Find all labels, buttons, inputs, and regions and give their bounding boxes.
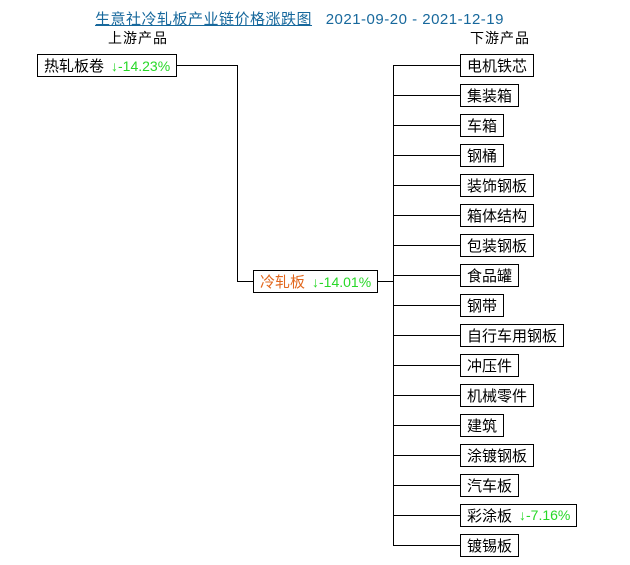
- connector-line: [393, 214, 460, 216]
- connector-line: [393, 454, 460, 456]
- downstream-product-node[interactable]: 彩涂板 ↓-7.16%: [460, 503, 578, 527]
- connector-line: [158, 65, 238, 66]
- downstream-product-node[interactable]: 装饰钢板: [460, 173, 535, 197]
- connector-line: [393, 514, 460, 516]
- product-label: 钢带: [467, 297, 498, 315]
- downstream-row: 镀锡板: [393, 533, 520, 557]
- product-label: 镀锡板: [467, 537, 513, 555]
- downstream-product-node[interactable]: 机械零件: [460, 383, 535, 407]
- product-label: 装饰钢板: [467, 177, 528, 195]
- upstream-product-node[interactable]: 热轧板卷 ↓-14.23%: [37, 54, 178, 77]
- connector-line: [393, 64, 460, 66]
- price-change: ↓-14.01%: [312, 273, 372, 290]
- downstream-row: 钢桶: [393, 143, 505, 167]
- downstream-product-node[interactable]: 包装钢板: [460, 233, 535, 257]
- downstream-row: 建筑: [393, 413, 505, 437]
- downstream-row: 包装钢板: [393, 233, 535, 257]
- connector-line: [393, 364, 460, 366]
- connector-line: [237, 281, 257, 282]
- downstream-product-node[interactable]: 建筑: [460, 413, 505, 437]
- downstream-row: 装饰钢板: [393, 173, 535, 197]
- downstream-product-node[interactable]: 钢带: [460, 293, 505, 317]
- product-label: 汽车板: [467, 477, 513, 495]
- connector-line: [237, 65, 238, 282]
- downstream-row: 钢带: [393, 293, 505, 317]
- product-label: 建筑: [467, 417, 498, 435]
- downstream-row: 冲压件: [393, 353, 520, 377]
- product-label: 彩涂板: [467, 507, 513, 525]
- diagram-title-link[interactable]: 生意社冷轧板产业链价格涨跌图: [95, 11, 313, 28]
- product-label: 包装钢板: [467, 237, 528, 255]
- connector-line: [393, 544, 460, 546]
- downstream-product-node[interactable]: 电机铁芯: [460, 53, 535, 77]
- downstream-product-node[interactable]: 镀锡板: [460, 533, 520, 557]
- product-label: 电机铁芯: [467, 57, 528, 75]
- connector-line: [393, 184, 460, 186]
- downstream-product-node[interactable]: 汽车板: [460, 473, 520, 497]
- downstream-product-node[interactable]: 冲压件: [460, 353, 520, 377]
- connector-line: [393, 304, 460, 306]
- connector-line: [393, 94, 460, 96]
- diagram-header: 生意社冷轧板产业链价格涨跌图 2021-09-20 - 2021-12-19: [95, 8, 504, 29]
- downstream-product-node[interactable]: 车箱: [460, 113, 505, 137]
- downstream-row: 自行车用钢板: [393, 323, 565, 347]
- connector-line: [393, 424, 460, 426]
- product-label: 热轧板卷: [44, 58, 105, 75]
- connector-line: [393, 154, 460, 156]
- downstream-product-node[interactable]: 涂镀钢板: [460, 443, 535, 467]
- trunk-line: [393, 65, 394, 546]
- downstream-row: 电机铁芯: [393, 53, 535, 77]
- connector-line: [393, 394, 460, 396]
- connector-line: [393, 274, 460, 276]
- downstream-product-node[interactable]: 食品罐: [460, 263, 520, 287]
- product-label: 机械零件: [467, 387, 528, 405]
- downstream-row: 机械零件: [393, 383, 535, 407]
- downstream-row: 箱体结构: [393, 203, 535, 227]
- connector-line: [368, 281, 394, 282]
- product-label: 箱体结构: [467, 207, 528, 225]
- date-range: 2021-09-20 - 2021-12-19: [325, 11, 504, 28]
- product-label: 涂镀钢板: [467, 447, 528, 465]
- upstream-tier-label: 上游产品: [108, 30, 168, 46]
- downstream-row: 汽车板: [393, 473, 520, 497]
- product-label: 车箱: [467, 117, 498, 135]
- downstream-row: 食品罐: [393, 263, 520, 287]
- price-change: ↓-14.23%: [111, 57, 171, 74]
- downstream-product-node[interactable]: 集装箱: [460, 83, 520, 107]
- connector-line: [393, 484, 460, 486]
- connector-line: [393, 334, 460, 336]
- product-label: 食品罐: [467, 267, 513, 285]
- connector-line: [393, 244, 460, 246]
- price-change: ↓-7.16%: [519, 507, 571, 523]
- mid-product-node[interactable]: 冷轧板 ↓-14.01%: [253, 270, 379, 293]
- product-label: 集装箱: [467, 87, 513, 105]
- downstream-product-node[interactable]: 箱体结构: [460, 203, 535, 227]
- product-label: 冲压件: [467, 357, 513, 375]
- downstream-product-node[interactable]: 钢桶: [460, 143, 505, 167]
- downstream-row: 涂镀钢板: [393, 443, 535, 467]
- downstream-row: 集装箱: [393, 83, 520, 107]
- downstream-row: 彩涂板 ↓-7.16%: [393, 503, 578, 527]
- downstream-product-node[interactable]: 自行车用钢板: [460, 323, 565, 347]
- product-label: 钢桶: [467, 147, 498, 165]
- product-label: 自行车用钢板: [467, 327, 558, 345]
- connector-line: [393, 124, 460, 126]
- downstream-row: 车箱: [393, 113, 505, 137]
- downstream-tier-label: 下游产品: [470, 30, 530, 46]
- product-label: 冷轧板: [260, 274, 306, 291]
